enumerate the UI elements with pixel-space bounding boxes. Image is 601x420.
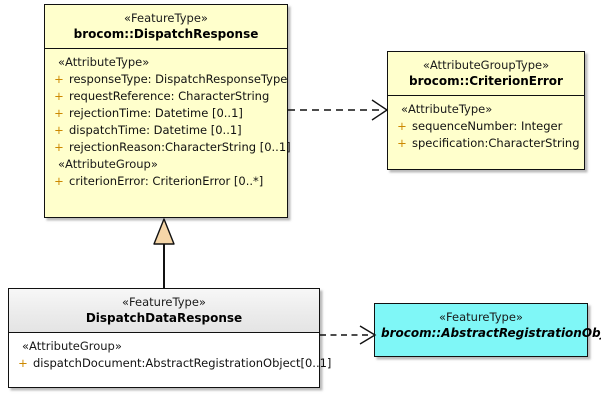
visibility-marker: + [54,140,64,154]
class-header-abstract-registration-object: «FeatureType» brocom::AbstractRegistrati… [375,304,601,347]
class-name: brocom::DispatchResponse [73,27,259,41]
attribute-text: sequenceNumber: Integer [412,119,563,133]
class-stereotype: «FeatureType» [122,295,206,309]
attribute-text: responseType: DispatchResponseType [69,72,288,86]
attribute-row: + rejectionReason:CharacterString [0..1] [49,139,290,156]
visibility-marker: + [54,72,64,86]
class-stereotype: «FeatureType» [124,11,208,25]
visibility-marker: + [397,119,407,133]
class-header-dispatch-response: «FeatureType» brocom::DispatchResponse [45,5,287,49]
attribute-row: + specification:CharacterString [392,135,580,152]
dependency-arrow-dispatch-data-response-to-abstract-registration-object [320,325,377,345]
class-header-dispatch-data-response: «FeatureType» DispatchDataResponse [9,289,319,333]
class-attributes-compartment-dispatch-response: «AttributeType» + responseType: Dispatch… [45,49,290,195]
class-attributes-compartment-dispatch-data-response: «AttributeGroup» + dispatchDocument:Abst… [9,333,331,377]
attribute-group-label: «AttributeGroup» [58,157,158,171]
attribute-row: + criterionError: CriterionError [0..*] [49,173,283,190]
class-stereotype: «AttributeGroupType» [422,58,550,72]
attribute-text: specification:CharacterString [412,136,580,150]
visibility-marker: + [54,106,64,120]
attribute-text: criterionError: CriterionError [0..*] [69,174,264,188]
attribute-group-label: «AttributeGroup» [22,339,122,353]
attribute-text: dispatchDocument:AbstractRegistrationObj… [33,356,332,370]
attribute-text: dispatchTime: Datetime [0..1] [69,123,242,137]
attribute-group-label: «AttributeType» [58,55,150,69]
class-box-dispatch-response[interactable]: «FeatureType» brocom::DispatchResponse «… [44,4,291,218]
visibility-marker: + [397,136,407,150]
class-attributes-compartment-criterion-error: «AttributeType» + sequenceNumber: Intege… [388,96,584,157]
generalization-line-dispatch-data-response-to-dispatch-response [163,244,165,289]
generalization-hollow-triangle-icon [153,218,175,245]
dependency-arrow-dispatch-response-to-criterion-error [288,99,389,121]
attribute-row: + rejectionTime: Datetime [0..1] [49,105,283,122]
class-box-abstract-registration-object[interactable]: «FeatureType» brocom::AbstractRegistrati… [374,303,601,357]
visibility-marker: + [54,174,64,188]
visibility-marker: + [18,356,28,370]
attribute-row: + dispatchDocument:AbstractRegistrationO… [13,355,331,372]
attribute-row: + sequenceNumber: Integer [392,118,580,135]
attribute-text: requestReference: CharacterString [69,89,270,103]
attribute-row: + responseType: DispatchResponseType [49,71,287,88]
class-stereotype: «FeatureType» [439,310,523,324]
attribute-text: rejectionReason:CharacterString [0..1] [69,140,291,154]
class-box-dispatch-data-response[interactable]: «FeatureType» DispatchDataResponse «Attr… [8,288,331,388]
visibility-marker: + [54,89,64,103]
class-box-criterion-error[interactable]: «AttributeGroupType» brocom::CriterionEr… [387,51,585,170]
attribute-group-label: «AttributeType» [401,102,493,116]
class-name: brocom::AbstractRegistrationObject [381,326,601,340]
class-name: brocom::CriterionError [409,74,563,88]
class-header-criterion-error: «AttributeGroupType» brocom::CriterionEr… [388,52,584,96]
attribute-row: + requestReference: CharacterString [49,88,283,105]
visibility-marker: + [54,123,64,137]
class-name: DispatchDataResponse [85,311,243,325]
attribute-row: + dispatchTime: Datetime [0..1] [49,122,283,139]
attribute-text: rejectionTime: Datetime [0..1] [69,106,243,120]
